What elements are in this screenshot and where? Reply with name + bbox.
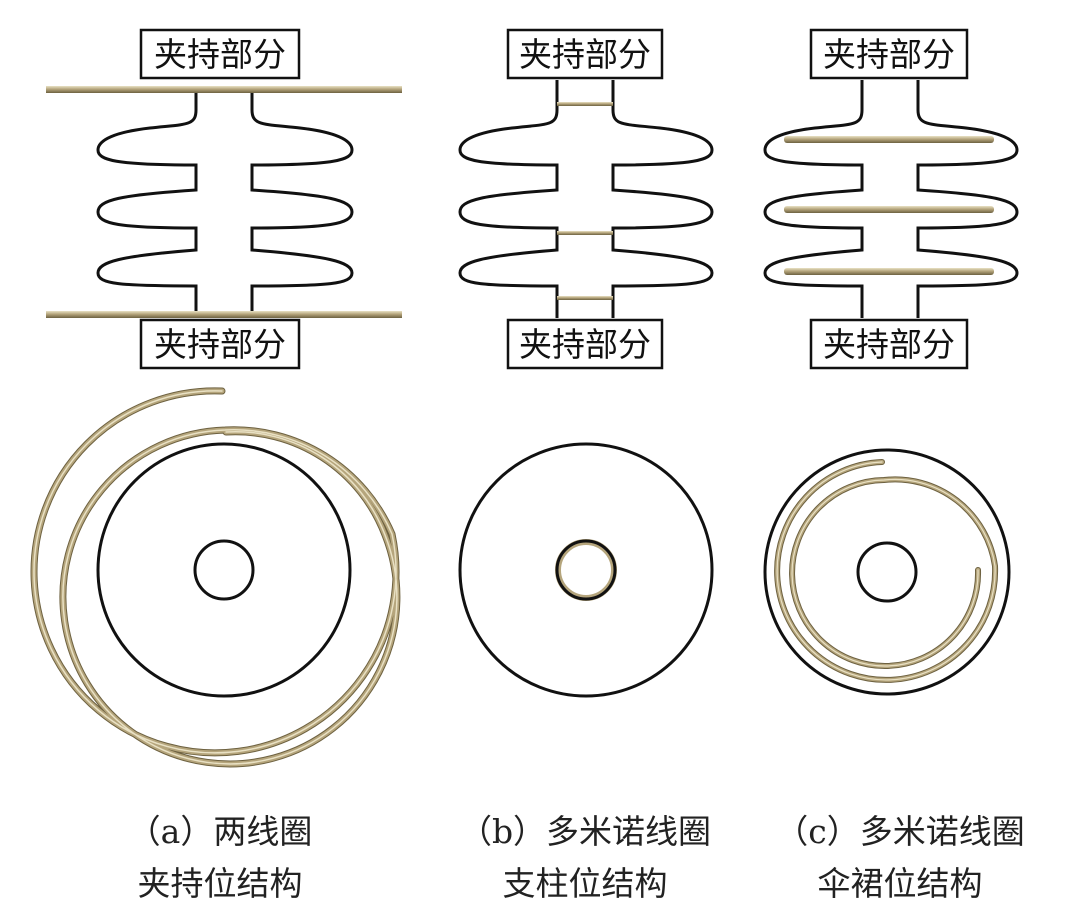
insulator-outline-right [250, 88, 354, 312]
clamp-box-bottom: 夹持部分 [139, 318, 301, 370]
insulator-outline-left [458, 80, 559, 318]
coil-spiral [774, 459, 999, 683]
caption-line-1: （a）两线圈 [127, 812, 313, 851]
clamp-label: 夹持部分 [519, 35, 651, 74]
caption-panel-c: （c）多米诺线圈 伞裙位结构 [730, 812, 1070, 904]
insulator-outline-right [611, 80, 714, 318]
caption-line-1: （c）多米诺线圈 [775, 812, 1025, 851]
coil-rod-shed [784, 268, 994, 275]
clamp-label: 夹持部分 [154, 35, 286, 74]
shed-outline [96, 442, 352, 698]
core-outline [193, 539, 255, 601]
core-outline [856, 541, 918, 603]
coil-rod-pillar [557, 296, 613, 300]
core-outline [555, 539, 617, 601]
panel-b-side-view: 夹持部分 夹持部分 [458, 28, 714, 370]
clamp-box-bottom: 夹持部分 [506, 318, 664, 370]
clamp-box-bottom: 夹持部分 [809, 318, 969, 370]
panel-c-top-view [763, 448, 1011, 696]
caption-line-1: （b）多米诺线圈 [458, 812, 712, 851]
coil-rod-shed [784, 206, 994, 213]
insulator-outline-left [763, 80, 864, 318]
caption-line-2: 伞裙位结构 [817, 864, 983, 903]
coil-rod-pillar [557, 102, 613, 106]
clamp-box-top: 夹持部分 [139, 28, 301, 80]
clamp-box-top: 夹持部分 [506, 28, 664, 80]
insulator-outline-left [96, 88, 198, 312]
coil-rod-top [46, 86, 402, 93]
clamp-label: 夹持部分 [519, 325, 651, 364]
insulator-outline-right [916, 80, 1019, 318]
coil-rod-shed [784, 136, 994, 143]
coil-rod-bottom [46, 311, 402, 318]
panel-a-top-view [30, 387, 401, 768]
clamp-box-top: 夹持部分 [809, 28, 969, 80]
clamp-label: 夹持部分 [154, 325, 286, 364]
caption-line-2: 夹持位结构 [137, 864, 303, 903]
coil-rod-pillar [557, 231, 613, 235]
clamp-label: 夹持部分 [823, 325, 955, 364]
clamp-label: 夹持部分 [823, 35, 955, 74]
coil-spiral [30, 387, 401, 768]
panel-b-top-view [458, 442, 714, 698]
panel-c-side-view: 夹持部分 夹持部分 [763, 28, 1019, 370]
caption-panel-a: （a）两线圈 夹持位结构 [50, 812, 390, 904]
caption-panel-b: （b）多米诺线圈 支柱位结构 [415, 812, 755, 904]
shed-outline [458, 442, 714, 698]
caption-line-2: 支柱位结构 [502, 864, 668, 903]
panel-a-side-view: 夹持部分 夹持部分 [46, 28, 402, 370]
shed-outline [763, 448, 1011, 696]
